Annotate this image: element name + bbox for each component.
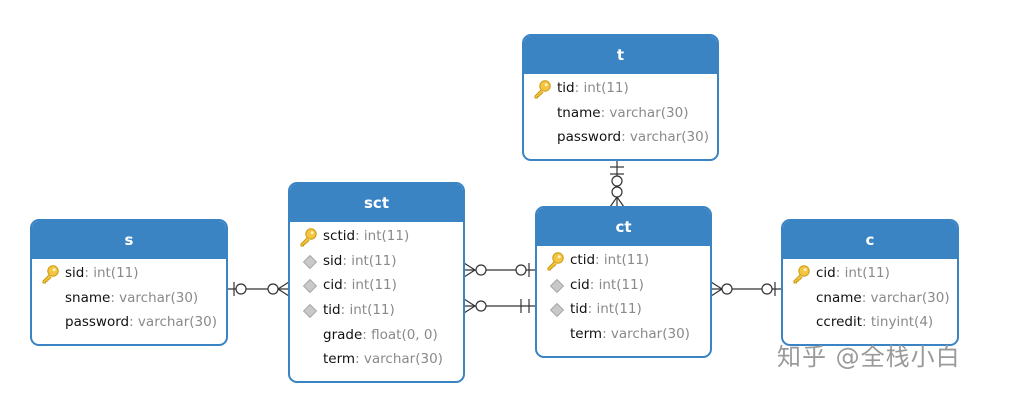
- table-sct-field-sid[interactable]: sid: int(11): [290, 249, 463, 274]
- table-s-field-password[interactable]: password: varchar(30): [32, 310, 226, 335]
- field-type: : float(0, 0): [362, 326, 438, 343]
- table-sct-field-tid[interactable]: tid: int(11): [290, 298, 463, 323]
- field-name: term: [570, 326, 603, 343]
- field-type: : varchar(30): [110, 289, 199, 306]
- table-c-fields: cid: int(11)cname: varchar(30)ccredit: t…: [783, 259, 957, 335]
- table-t-field-password[interactable]: password: varchar(30): [524, 125, 717, 150]
- field-name: sctid: [323, 228, 356, 244]
- field-name: grade: [323, 326, 363, 343]
- field-type: : int(11): [84, 265, 139, 281]
- table-ct-fields: ctid: int(11)cid: int(11)tid: int(11)ter…: [537, 246, 710, 347]
- field-name: cid: [816, 265, 836, 281]
- table-s-fields: sid: int(11)sname: varchar(30)password: …: [32, 259, 226, 335]
- field-type: : int(11): [355, 228, 410, 244]
- table-c-field-ccredit[interactable]: ccredit: tinyint(4): [783, 310, 957, 335]
- field-type: : varchar(30): [600, 104, 689, 121]
- field-name: sid: [323, 252, 343, 269]
- table-t-fields: tid: int(11)tname: varchar(30)password: …: [524, 74, 717, 150]
- field-type: : varchar(30): [355, 351, 443, 368]
- table-t-header[interactable]: t: [524, 36, 717, 74]
- field-name: tid: [570, 301, 588, 318]
- field-name: tname: [557, 104, 601, 121]
- foreign-key-diamond-icon: [549, 278, 565, 293]
- table-ct-field-term[interactable]: term: varchar(30): [537, 322, 710, 347]
- table-s-field-sid[interactable]: sid: int(11): [32, 261, 226, 286]
- field-type: : int(11): [835, 265, 890, 281]
- foreign-key-diamond-icon: [302, 279, 318, 294]
- field-type: : varchar(30): [861, 289, 950, 306]
- field-name: password: [65, 314, 130, 331]
- watermark: 知乎 @全栈小白: [777, 343, 961, 371]
- table-sct-field-grade[interactable]: grade: float(0, 0): [290, 323, 463, 348]
- field-name: password: [557, 129, 622, 146]
- foreign-key-diamond-icon: [302, 254, 318, 269]
- field-type: : tinyint(4): [862, 314, 934, 331]
- field-type: : int(11): [342, 252, 397, 269]
- table-ct-field-cid[interactable]: cid: int(11): [537, 273, 710, 298]
- table-ct-header[interactable]: ct: [537, 208, 710, 246]
- field-name: tid: [323, 302, 341, 319]
- field-type: : varchar(30): [621, 129, 709, 146]
- primary-key-icon: [298, 227, 318, 247]
- table-s[interactable]: s sid: int(11)sname: varchar(30)password…: [30, 219, 228, 346]
- primary-key-icon: [40, 264, 60, 284]
- primary-key-icon: [791, 264, 811, 284]
- field-name: tid: [557, 80, 575, 96]
- field-type: : int(11): [340, 302, 395, 319]
- table-c-header[interactable]: c: [783, 221, 957, 259]
- field-type: : int(11): [587, 301, 642, 318]
- field-name: sname: [65, 289, 111, 306]
- table-t[interactable]: t tid: int(11)tname: varchar(30)password…: [522, 34, 719, 161]
- table-c[interactable]: c cid: int(11)cname: varchar(30)ccredit:…: [781, 219, 959, 346]
- field-type: : varchar(30): [129, 314, 217, 331]
- table-ct-field-ctid[interactable]: ctid: int(11): [537, 248, 710, 273]
- field-name: term: [323, 351, 356, 368]
- primary-key-icon: [545, 251, 565, 271]
- field-type: : varchar(30): [602, 326, 690, 343]
- field-name: sid: [65, 265, 85, 281]
- field-name: cname: [816, 289, 862, 306]
- table-sct-fields: sctid: int(11)sid: int(11)cid: int(11)ti…: [290, 222, 463, 372]
- field-type: : int(11): [589, 276, 644, 293]
- table-sct-field-cid[interactable]: cid: int(11): [290, 273, 463, 298]
- table-c-field-cid[interactable]: cid: int(11): [783, 261, 957, 286]
- field-type: : int(11): [342, 277, 397, 294]
- table-sct[interactable]: sct sctid: int(11)sid: int(11)cid: int(1…: [288, 182, 465, 383]
- field-type: : int(11): [595, 252, 650, 268]
- table-sct-field-term[interactable]: term: varchar(30): [290, 347, 463, 372]
- table-ct-field-tid[interactable]: tid: int(11): [537, 297, 710, 322]
- table-s-field-sname[interactable]: sname: varchar(30): [32, 286, 226, 311]
- foreign-key-diamond-icon: [549, 303, 565, 318]
- field-name: ccredit: [816, 314, 863, 331]
- field-name: cid: [570, 276, 590, 293]
- table-s-header[interactable]: s: [32, 221, 226, 259]
- table-ct[interactable]: ct ctid: int(11)cid: int(11)tid: int(11)…: [535, 206, 712, 358]
- field-name: ctid: [570, 252, 596, 268]
- field-name: cid: [323, 277, 343, 294]
- primary-key-icon: [532, 79, 552, 99]
- field-type: : int(11): [574, 80, 629, 96]
- foreign-key-diamond-icon: [302, 303, 318, 319]
- table-sct-header[interactable]: sct: [290, 184, 463, 222]
- table-c-field-cname[interactable]: cname: varchar(30): [783, 286, 957, 311]
- table-t-field-tid[interactable]: tid: int(11): [524, 76, 717, 101]
- table-t-field-tname[interactable]: tname: varchar(30): [524, 101, 717, 126]
- table-sct-field-sctid[interactable]: sctid: int(11): [290, 224, 463, 249]
